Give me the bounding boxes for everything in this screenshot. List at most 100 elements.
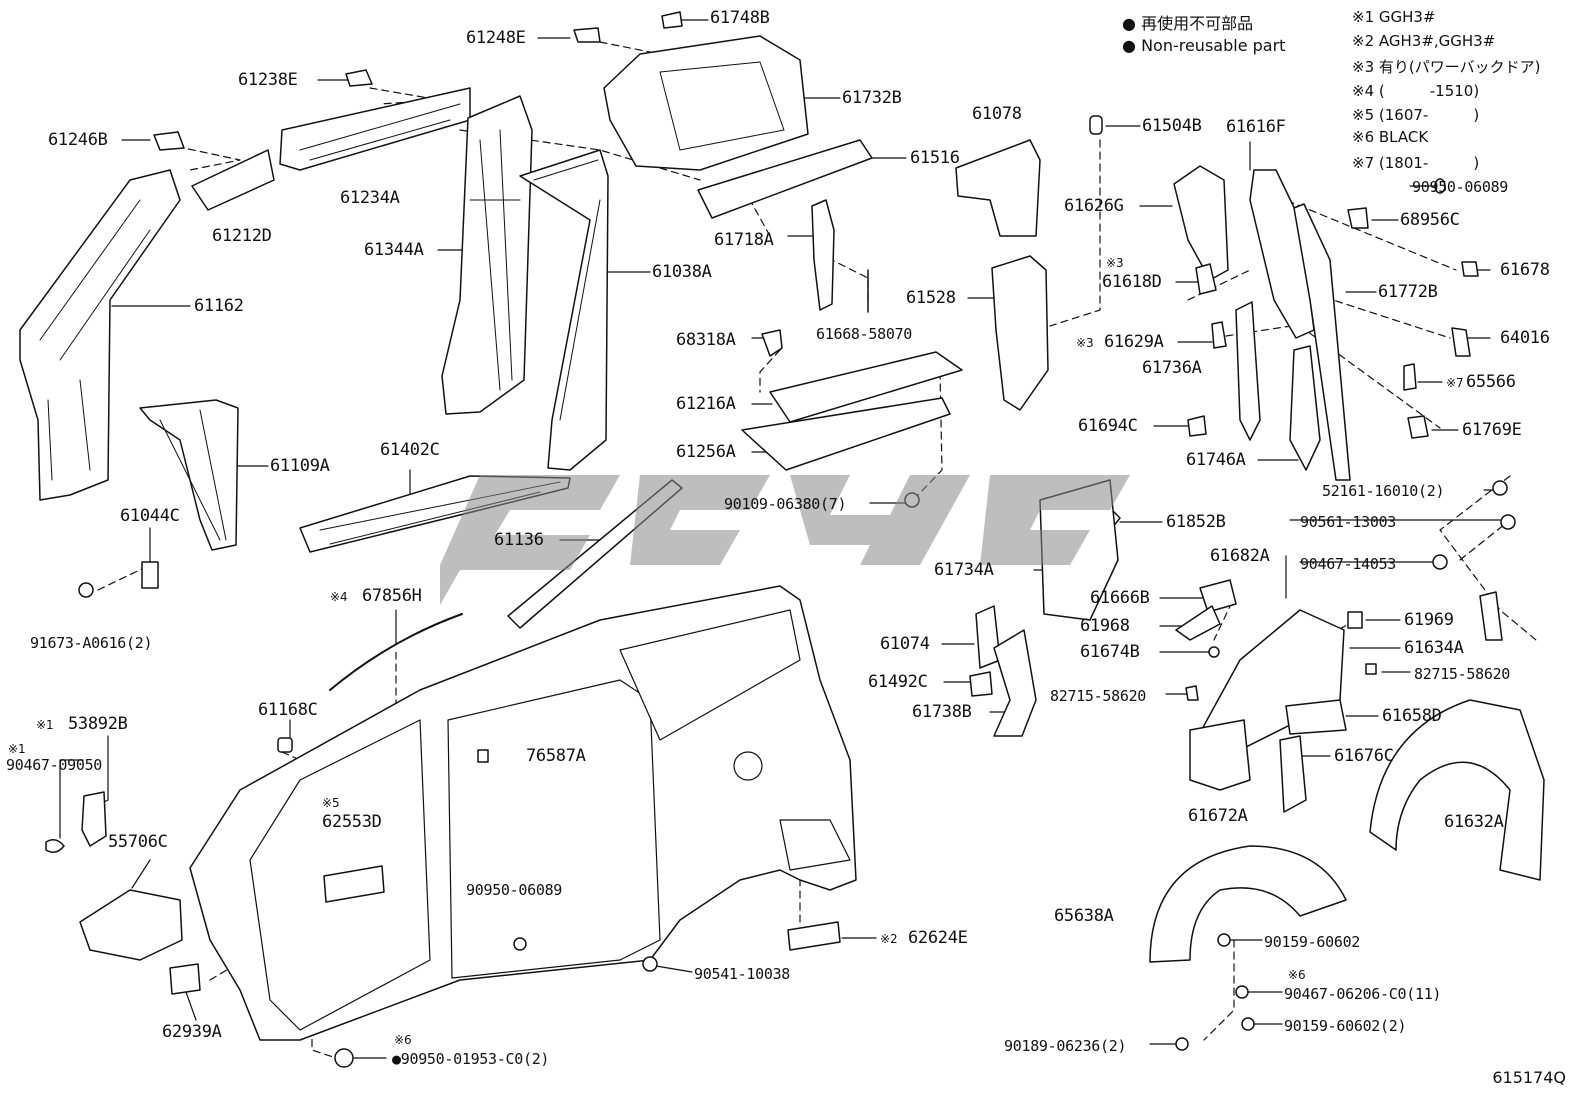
part-label-61969[interactable]: 61969 <box>1404 610 1454 630</box>
part-label-61718A[interactable]: 61718A <box>714 230 774 250</box>
part-label-61109A[interactable]: 61109A <box>270 456 330 476</box>
part-label-61746A[interactable]: 61746A <box>1186 450 1246 470</box>
note-6: ※6 BLACK <box>1352 128 1429 146</box>
part-label-76587A[interactable]: 76587A <box>526 746 586 766</box>
applicability-notes: ※1 GGH3# ※2 AGH3#,GGH3# ※3 有り(パワーバックドア) … <box>1352 8 1540 176</box>
part-label-67856H[interactable]: 67856H <box>362 586 422 606</box>
part-65638A-shape <box>1149 845 1347 963</box>
part-label-62553D[interactable]: 62553D <box>322 812 382 832</box>
part-76587A-shape <box>477 749 489 763</box>
part-label-61772B[interactable]: 61772B <box>1378 282 1438 302</box>
part-label-90159-a[interactable]: 90159-60602 <box>1264 933 1361 951</box>
part-label-61344A[interactable]: 61344A <box>364 240 424 260</box>
part-label-61738B[interactable]: 61738B <box>912 702 972 722</box>
part-label-61504B[interactable]: 61504B <box>1142 116 1202 136</box>
note-7: ※7 (1801- ) <box>1352 154 1480 172</box>
part-label-64016[interactable]: 64016 <box>1500 328 1550 348</box>
note-mark-1a: ※1 <box>36 718 54 732</box>
part-90950b-shape <box>513 937 527 951</box>
part-label-62624E[interactable]: 62624E <box>908 928 968 948</box>
part-label-65638A[interactable]: 65638A <box>1054 906 1114 926</box>
part-61629A-shape <box>1211 321 1227 349</box>
part-label-61248E[interactable]: 61248E <box>466 28 526 48</box>
part-label-82715-a[interactable]: 82715-58620 <box>1414 665 1511 683</box>
part-label-90561[interactable]: 90561-13003 <box>1300 513 1397 531</box>
part-label-61734A[interactable]: 61734A <box>934 560 994 580</box>
part-label-61616F[interactable]: 61616F <box>1226 117 1286 137</box>
part-label-55706C[interactable]: 55706C <box>108 832 168 852</box>
part-label-61074[interactable]: 61074 <box>880 634 930 654</box>
part-label-68956C[interactable]: 68956C <box>1400 210 1460 230</box>
part-label-61234A[interactable]: 61234A <box>340 188 400 208</box>
part-label-61238E[interactable]: 61238E <box>238 70 298 90</box>
part-label-65566[interactable]: 65566 <box>1466 372 1516 392</box>
part-label-91673[interactable]: 91673-A0616(2) <box>30 634 153 652</box>
part-label-61044C[interactable]: 61044C <box>120 506 180 526</box>
note-mark-5: ※5 <box>322 796 340 810</box>
part-label-61528[interactable]: 61528 <box>906 288 956 308</box>
part-label-61968[interactable]: 61968 <box>1080 616 1130 636</box>
part-label-90189[interactable]: 90189-06236(2) <box>1004 1037 1127 1055</box>
part-label-90950-b[interactable]: 90950-06089 <box>466 881 563 899</box>
part-label-61666B[interactable]: 61666B <box>1090 588 1150 608</box>
part-label-90467-a[interactable]: 90467-14053 <box>1300 555 1397 573</box>
part-label-61748B[interactable]: 61748B <box>710 8 770 28</box>
part-61676C-shape <box>1279 735 1307 813</box>
part-label-61672A[interactable]: 61672A <box>1188 806 1248 826</box>
part-61234A-shape <box>279 87 471 171</box>
part-label-53892B[interactable]: 53892B <box>68 714 128 734</box>
part-label-68318A[interactable]: 68318A <box>676 330 736 350</box>
part-label-61668[interactable]: 61668-58070 <box>816 325 913 343</box>
part-61074-shape <box>975 605 1001 669</box>
part-label-61736A[interactable]: 61736A <box>1142 358 1202 378</box>
part-label-61694C[interactable]: 61694C <box>1078 416 1138 436</box>
part-label-61246B[interactable]: 61246B <box>48 130 108 150</box>
part-label-61852B[interactable]: 61852B <box>1166 512 1226 532</box>
watermark-logo <box>440 475 1130 605</box>
part-label-61674B[interactable]: 61674B <box>1080 642 1140 662</box>
part-label-90950-c[interactable]: ●90950-01953-C0(2) <box>392 1050 549 1068</box>
part-label-61676C[interactable]: 61676C <box>1334 746 1394 766</box>
part-90189-shape <box>1175 1037 1189 1051</box>
part-label-90159-b[interactable]: 90159-60602(2) <box>1284 1017 1407 1035</box>
part-label-61078[interactable]: 61078 <box>972 104 1022 124</box>
part-label-61618D[interactable]: 61618D <box>1102 272 1162 292</box>
part-label-90541[interactable]: 90541-10038 <box>694 965 791 983</box>
part-label-61632A[interactable]: 61632A <box>1444 812 1504 832</box>
part-label-61256A[interactable]: 61256A <box>676 442 736 462</box>
part-label-52161[interactable]: 52161-16010(2) <box>1322 482 1445 500</box>
part-label-82715-b[interactable]: 82715-58620 <box>1050 687 1147 705</box>
part-65566-shape <box>1403 363 1417 391</box>
part-label-62939A[interactable]: 62939A <box>162 1022 222 1042</box>
part-61969-shape <box>1347 611 1363 629</box>
part-label-61492C[interactable]: 61492C <box>868 672 928 692</box>
part-label-61732B[interactable]: 61732B <box>842 88 902 108</box>
part-61168C-shape <box>277 737 293 753</box>
legend-jp-text: 再使用不可部品 <box>1141 14 1254 33</box>
part-label-61658D[interactable]: 61658D <box>1382 706 1442 726</box>
part-label-61682A[interactable]: 61682A <box>1210 546 1270 566</box>
part-label-61216A[interactable]: 61216A <box>676 394 736 414</box>
part-label-61038A[interactable]: 61038A <box>652 262 712 282</box>
part-61504B-shape <box>1089 115 1103 135</box>
part-label-90467-c[interactable]: 90467-06206-C0(11) <box>1284 985 1442 1003</box>
part-label-61212D[interactable]: 61212D <box>212 226 272 246</box>
part-label-61402C[interactable]: 61402C <box>380 440 440 460</box>
part-label-61634A[interactable]: 61634A <box>1404 638 1464 658</box>
part-label-61162[interactable]: 61162 <box>194 296 244 316</box>
part-label-61629A[interactable]: 61629A <box>1104 332 1164 352</box>
part-label-90109[interactable]: 90109-06380(7) <box>724 495 847 513</box>
part-label-61626G[interactable]: 61626G <box>1064 196 1124 216</box>
part-label-61516[interactable]: 61516 <box>910 148 960 168</box>
part-label-61136[interactable]: 61136 <box>494 530 544 550</box>
note-mark-4: ※4 <box>330 590 348 604</box>
part-61238E-shape <box>345 69 373 87</box>
part-61746A-shape <box>1289 345 1321 471</box>
part-label-61168C[interactable]: 61168C <box>258 700 318 720</box>
part-label-61769E[interactable]: 61769E <box>1462 420 1522 440</box>
part-label-90467-b[interactable]: 90467-09050 <box>6 756 103 774</box>
part-label-90950-a[interactable]: 90950-06089 <box>1412 178 1509 196</box>
part-61344A-shape <box>441 95 533 415</box>
part-label-61678[interactable]: 61678 <box>1500 260 1550 280</box>
part-90467c-shape <box>1235 985 1249 999</box>
